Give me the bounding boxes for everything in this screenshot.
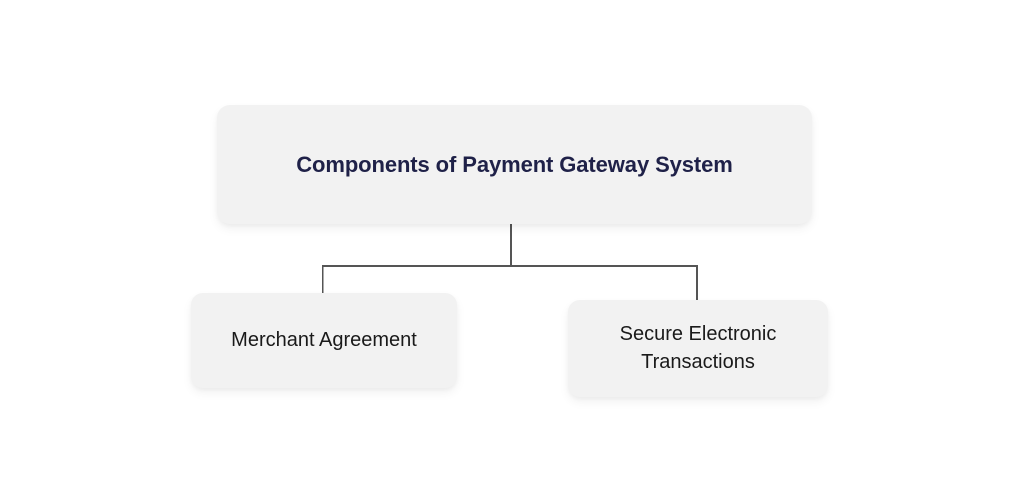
node-merchant-agreement[interactable]: Merchant Agreement xyxy=(191,293,457,388)
node-secure-electronic-transactions[interactable]: Secure Electronic Transactions xyxy=(568,300,828,397)
node-child-1-label: Secure Electronic Transactions xyxy=(619,322,777,373)
node-root-label: Components of Payment Gateway System xyxy=(296,151,733,177)
node-child-0-label: Merchant Agreement xyxy=(231,328,417,351)
node-root[interactable]: Components of Payment Gateway System xyxy=(217,105,812,224)
